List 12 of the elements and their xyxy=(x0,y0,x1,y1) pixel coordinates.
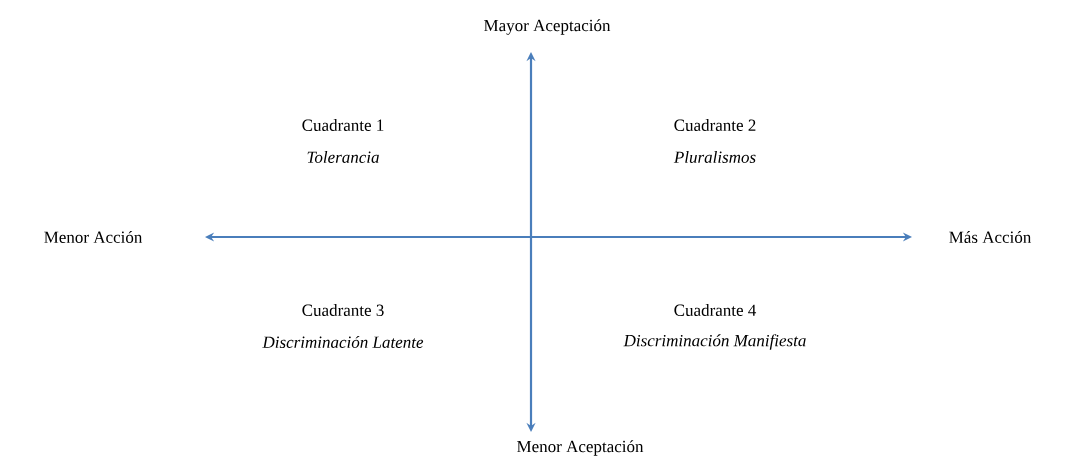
quadrant-name: Tolerancia xyxy=(307,151,379,163)
quadrant-name: Discriminación Latente xyxy=(262,336,424,348)
axis-label: Más Acción xyxy=(949,231,1032,243)
quadrant-name: Discriminación Manifiesta xyxy=(623,334,806,350)
quadrant-title: Cuadrante 1 xyxy=(302,119,384,131)
axis-label: Mayor Aceptación xyxy=(484,19,611,35)
quadrant-title: Cuadrante 3 xyxy=(302,304,384,316)
quadrant-name: Pluralismos xyxy=(673,151,756,163)
quadrant-title: Cuadrante 2 xyxy=(674,119,756,131)
axis-label: Menor Acción xyxy=(44,231,143,243)
axis-label: Menor Aceptación xyxy=(517,440,644,456)
quadrant-title: Cuadrante 4 xyxy=(674,304,757,316)
